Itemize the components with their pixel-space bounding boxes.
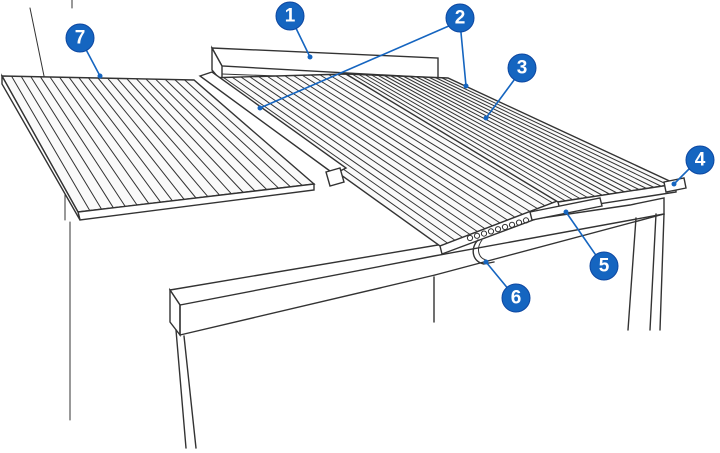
flute-opening bbox=[473, 232, 481, 239]
panel-rib bbox=[293, 75, 516, 218]
glazing-bar bbox=[198, 71, 348, 187]
callout-3-circle bbox=[507, 53, 537, 83]
callout-1-number: 1 bbox=[285, 6, 296, 27]
panel-rib bbox=[30, 76, 114, 209]
flute-opening bbox=[480, 230, 488, 237]
callout-5-number: 5 bbox=[599, 256, 610, 277]
callout-7-number: 7 bbox=[75, 28, 86, 49]
panel-rib bbox=[164, 78, 280, 189]
callout-3: 3 bbox=[507, 53, 537, 83]
panel-rib bbox=[240, 76, 471, 235]
panel-rib bbox=[371, 74, 588, 198]
panel-rib bbox=[145, 78, 256, 192]
panel-flutes bbox=[466, 217, 530, 242]
flute-opening bbox=[494, 226, 502, 233]
panel-rib bbox=[409, 76, 633, 192]
panel-rib bbox=[396, 75, 618, 194]
flute-opening bbox=[515, 219, 523, 226]
panel-rib bbox=[358, 74, 574, 201]
callout-2-number: 2 bbox=[455, 8, 466, 29]
callout-6-number: 6 bbox=[511, 288, 522, 309]
panel-rib bbox=[336, 73, 553, 204]
callout-4: 4 bbox=[685, 145, 715, 175]
panel-rib bbox=[258, 76, 486, 230]
callout-7-circle bbox=[65, 23, 95, 53]
front-profile bbox=[529, 197, 603, 221]
panel-rib bbox=[39, 76, 126, 207]
panel-rib bbox=[275, 75, 501, 224]
panel-rib bbox=[266, 75, 493, 227]
panel-rib bbox=[441, 77, 670, 186]
panel-rib bbox=[87, 77, 185, 200]
panel-rib bbox=[174, 79, 291, 188]
panel-rib bbox=[59, 76, 150, 205]
panel-rib bbox=[49, 76, 138, 206]
callout-2: 2 bbox=[445, 3, 475, 33]
callout-1-circle bbox=[275, 1, 305, 31]
panel-rib bbox=[390, 75, 611, 195]
panel-rib bbox=[301, 74, 523, 215]
callout-6-circle bbox=[501, 283, 531, 313]
panel-rib bbox=[351, 73, 566, 202]
callout-4-number: 4 bbox=[695, 150, 706, 171]
callout-3-number: 3 bbox=[517, 58, 528, 79]
flute-opening bbox=[508, 221, 516, 228]
panel-rib bbox=[183, 79, 303, 186]
callout-5-circle bbox=[589, 251, 619, 281]
panel-rib bbox=[107, 77, 209, 198]
callout-5: 5 bbox=[589, 251, 619, 281]
panel-rib bbox=[422, 76, 647, 189]
panel-rib bbox=[135, 78, 244, 193]
panel-rib bbox=[126, 78, 232, 195]
panel-rib bbox=[319, 74, 538, 210]
installed-panel-right bbox=[345, 73, 679, 211]
flute-opening bbox=[501, 223, 509, 231]
wall-lines bbox=[29, 0, 73, 421]
panel-rib bbox=[428, 76, 655, 188]
panel-rib bbox=[78, 77, 173, 202]
panel-rib bbox=[284, 75, 508, 221]
loose-panel bbox=[0, 73, 316, 221]
panel-rib bbox=[402, 75, 625, 193]
panel-rib bbox=[223, 77, 456, 241]
panel-rib bbox=[328, 74, 546, 207]
flute-opening bbox=[487, 228, 495, 235]
callout-1: 1 bbox=[275, 1, 305, 31]
flute-opening bbox=[522, 217, 530, 224]
panel-rib bbox=[97, 77, 197, 199]
panel-rib bbox=[116, 77, 221, 196]
panel-rib bbox=[415, 76, 640, 191]
flute-opening bbox=[466, 234, 474, 242]
callout-7: 7 bbox=[65, 23, 95, 53]
end-tape bbox=[472, 239, 495, 265]
panel-rib bbox=[68, 76, 162, 203]
panel-rib bbox=[310, 74, 531, 212]
callout-4-circle bbox=[685, 145, 715, 175]
panel-rib bbox=[20, 75, 103, 210]
panel-rib bbox=[364, 74, 581, 200]
posts bbox=[175, 213, 665, 449]
callout-6: 6 bbox=[501, 283, 531, 313]
panel-rib bbox=[383, 75, 603, 196]
panel-rib bbox=[249, 76, 478, 233]
panel-rib bbox=[377, 74, 596, 197]
panel-rib bbox=[155, 78, 268, 191]
panel-rib bbox=[434, 77, 662, 187]
panel-rib bbox=[11, 75, 91, 212]
callout-2-circle bbox=[445, 3, 475, 33]
